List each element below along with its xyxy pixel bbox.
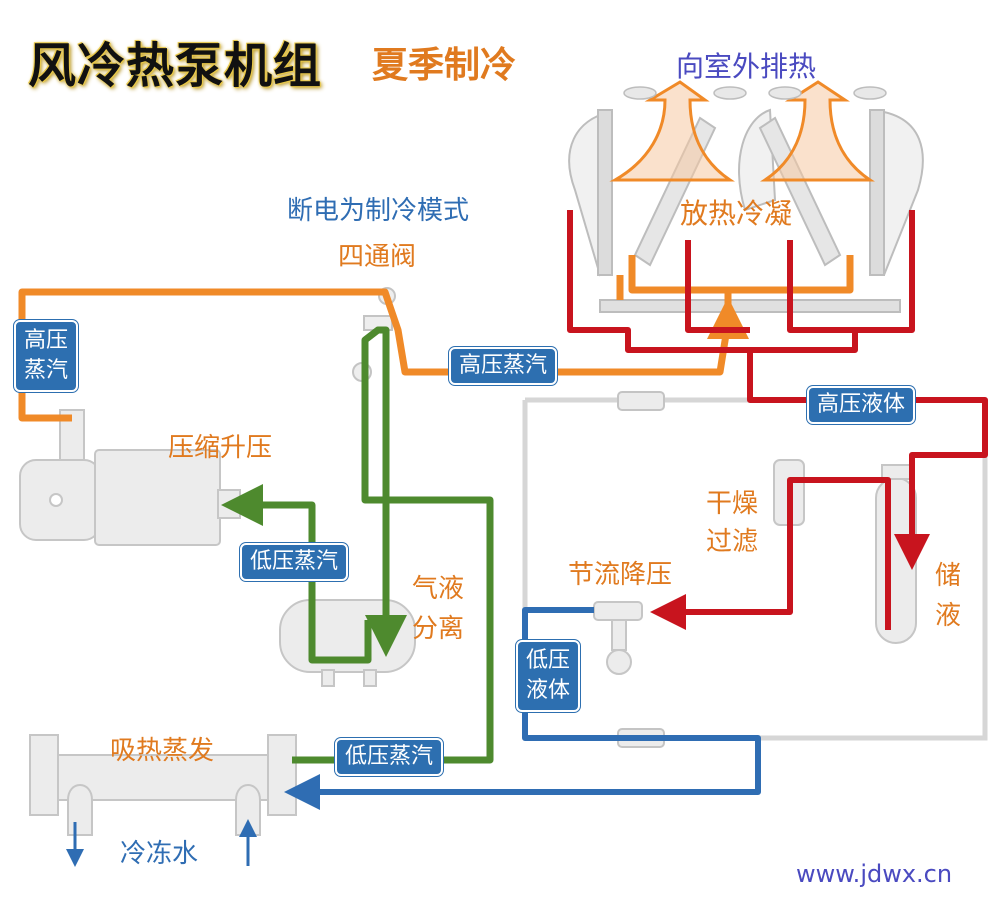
hp-vapor-line: [18, 255, 854, 422]
chilled-water-label: 冷冻水: [120, 839, 199, 869]
tag-lp-vapor-compressor: 低压蒸汽: [240, 543, 349, 581]
dryer-label-2: 过滤: [706, 527, 759, 557]
tag-lp-liquid: 低压液体: [516, 640, 580, 712]
diagram-subtitle: 夏季制冷: [372, 45, 517, 86]
hp-liquid-line: [567, 210, 988, 630]
gas-liquid-separator: [279, 599, 416, 687]
diagram-title: 风冷热泵机组: [28, 38, 323, 94]
separator-label-1: 气液: [412, 574, 465, 604]
lp-liquid-line: [310, 607, 761, 795]
tag-lp-vapor-evap: 低压蒸汽: [335, 738, 444, 776]
separator-label-2: 分离: [412, 614, 465, 644]
exhaust-arrows: [609, 80, 875, 182]
throttle-label: 节流降压: [568, 560, 673, 590]
fan-blades: [623, 86, 887, 100]
valve-label: 四通阀: [338, 242, 417, 272]
tag-hp-vapor-mid: 高压蒸汽: [449, 347, 558, 385]
compress-label: 压缩升压: [168, 433, 273, 463]
mode-label: 断电为制冷模式: [287, 196, 470, 226]
receiver-label-1: 储: [935, 561, 962, 591]
condenser-unit: [568, 108, 924, 313]
website-label: www.jdwx.cn: [796, 860, 953, 888]
evaporate-label: 吸热蒸发: [110, 736, 215, 766]
expansion-valve: [593, 601, 643, 675]
exhaust-label: 向室外排热: [676, 50, 817, 83]
tag-hp-vapor-left: 高压蒸汽: [14, 320, 78, 392]
dryer-label-1: 干燥: [706, 489, 759, 519]
compressor: [19, 409, 241, 546]
tag-hp-liquid: 高压液体: [807, 386, 916, 424]
receiver-label-2: 液: [935, 601, 962, 631]
condense-label: 放热冷凝: [680, 197, 793, 230]
